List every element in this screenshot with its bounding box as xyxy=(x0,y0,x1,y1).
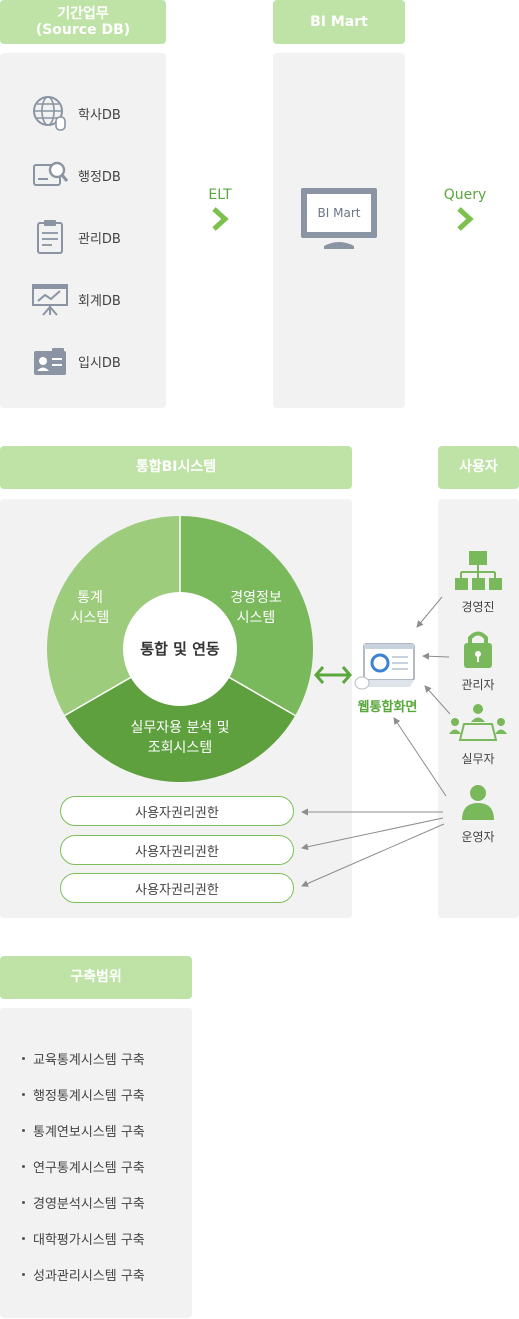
user-label: 경영진 xyxy=(461,600,495,614)
scope-header: 구축범위 xyxy=(0,956,192,999)
connector-arrows xyxy=(301,596,451,887)
segment-practical xyxy=(64,649,296,782)
user-label: 실무자 xyxy=(461,752,495,766)
scope-item-label: 대학평가시스템 구축 xyxy=(33,1232,145,1248)
user-label: 관리자 xyxy=(461,678,495,692)
scope-item-label: 경영분석시스템 구축 xyxy=(33,1196,145,1212)
scope-item: 교육통계시스템 구축 xyxy=(22,1040,145,1076)
db-item-admission: 입시DB xyxy=(30,341,121,381)
scope-item-label: 행정통계시스템 구축 xyxy=(33,1088,145,1104)
db-item-academic: 학사DB xyxy=(30,93,121,133)
presentation-icon xyxy=(30,279,70,319)
org-chart-icon xyxy=(455,551,502,590)
center-label: 통합 및 연동 xyxy=(140,640,220,658)
globe-icon xyxy=(30,93,70,133)
scope-item: 연구통계시스템 구축 xyxy=(22,1148,145,1184)
elt-label: ELT xyxy=(208,187,232,203)
web-screen-label: 웹통합화면 xyxy=(357,700,418,715)
scope-item: 통계연보시스템 구축 xyxy=(22,1112,145,1148)
person-icon xyxy=(462,785,494,820)
bullet-icon xyxy=(22,1056,25,1060)
search-id-icon xyxy=(30,155,70,195)
scope-item: 대학평가시스템 구축 xyxy=(22,1220,145,1256)
segment-management-label: 경영정보 시스템 xyxy=(230,590,282,626)
source-db-header: 기간업무 (Source DB) xyxy=(0,0,166,44)
monitor-label: BI Mart xyxy=(317,206,361,220)
system-donut xyxy=(46,516,314,782)
web-screen-icon xyxy=(354,643,415,690)
query-label: Query xyxy=(443,187,487,203)
users-header: 사용자 xyxy=(438,446,519,489)
scope-item-label: 연구통계시스템 구축 xyxy=(33,1160,145,1176)
bi-mart-header: BI Mart xyxy=(273,0,405,44)
bullet-icon xyxy=(22,1236,25,1240)
bullet-icon xyxy=(22,1092,25,1096)
scope-item: 성과관리시스템 구축 xyxy=(22,1256,145,1292)
scope-panel xyxy=(0,1008,192,1318)
scope-item-label: 통계연보시스템 구축 xyxy=(33,1124,145,1140)
db-label: 관리DB xyxy=(78,231,121,247)
scope-item-label: 교육통계시스템 구축 xyxy=(33,1052,145,1068)
double-arrow-icon xyxy=(314,666,352,684)
scope-item-label: 성과관리시스템 구축 xyxy=(33,1268,145,1284)
db-label: 행정DB xyxy=(78,169,121,185)
db-label: 학사DB xyxy=(78,107,121,123)
scope-item: 행정통계시스템 구축 xyxy=(22,1076,145,1112)
user-label: 운영자 xyxy=(461,830,495,844)
user-manager: 관리자 xyxy=(438,628,518,693)
scope-list: 교육통계시스템 구축 행정통계시스템 구축 통계연보시스템 구축 연구통계시스템… xyxy=(22,1040,145,1292)
user-executive: 경영진 xyxy=(438,550,518,615)
scope-item: 경영분석시스템 구축 xyxy=(22,1184,145,1220)
lock-icon xyxy=(464,631,492,668)
segment-statistics-label: 통계 시스템 xyxy=(70,590,110,626)
user-staff: 실무자 xyxy=(438,704,518,767)
permission-pill: 사용자권리권한 xyxy=(60,835,294,865)
meeting-icon xyxy=(449,704,507,741)
db-label: 회계DB xyxy=(78,293,121,309)
query-arrow-icon xyxy=(457,207,474,231)
id-card-icon xyxy=(30,341,70,381)
permission-pill: 사용자권리권한 xyxy=(60,873,294,903)
monitor-icon: BI Mart xyxy=(300,186,378,256)
clipboard-icon xyxy=(30,217,70,257)
source-db-panel: 학사DB 행정DB 관리DB xyxy=(0,53,166,408)
bullet-icon xyxy=(22,1272,25,1276)
bullet-icon xyxy=(22,1200,25,1204)
db-item-accounting: 회계DB xyxy=(30,279,121,319)
segment-practical-label: 실무자용 분석 및 조회시스템 xyxy=(130,720,230,756)
center-circle xyxy=(123,592,237,706)
db-item-management: 관리DB xyxy=(30,217,121,257)
elt-arrow-icon xyxy=(212,207,229,231)
bullet-icon xyxy=(22,1164,25,1168)
db-label: 입시DB xyxy=(78,355,121,371)
bullet-icon xyxy=(22,1128,25,1132)
bi-system-header: 통합BI시스템 xyxy=(0,446,352,489)
user-operator: 운영자 xyxy=(438,784,518,845)
bi-mart-panel: BI Mart xyxy=(273,53,405,408)
db-item-admin: 행정DB xyxy=(30,155,121,195)
permission-pill: 사용자권리권한 xyxy=(60,796,294,826)
